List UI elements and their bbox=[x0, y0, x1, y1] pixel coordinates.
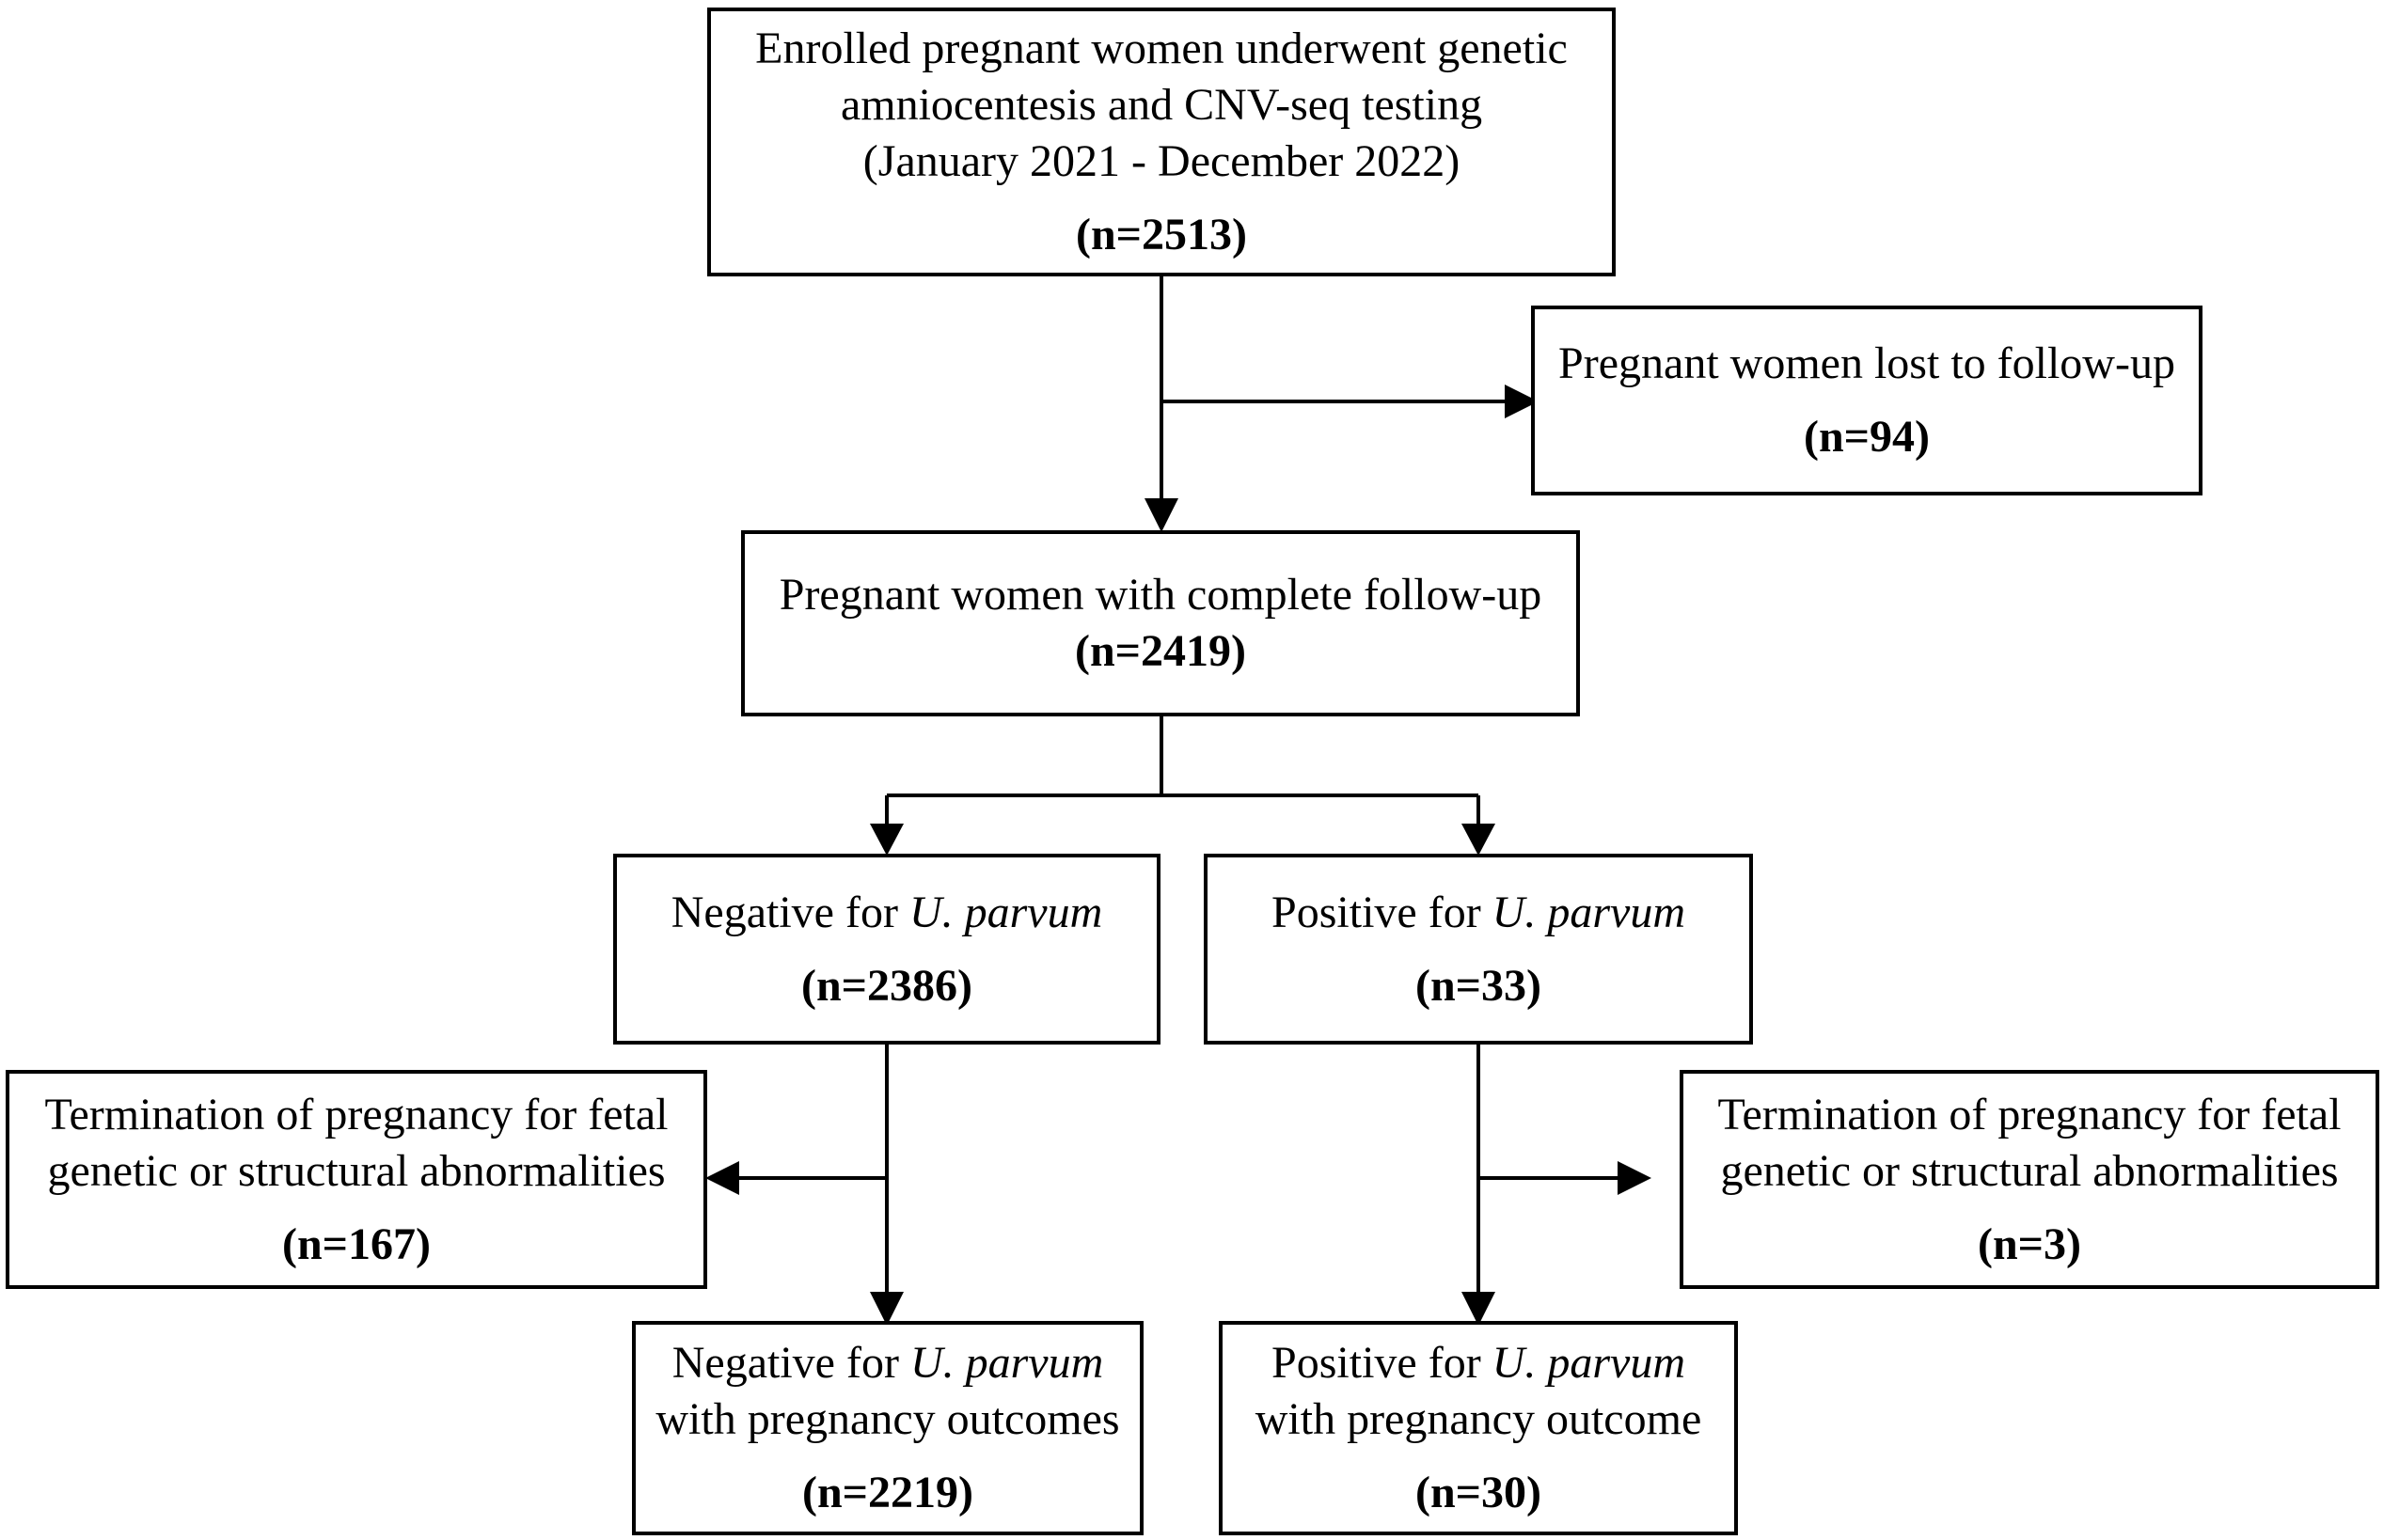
enrolled-line-3: (January 2021 - December 2022) bbox=[862, 136, 1460, 186]
negative-outcome-line-2: with pregnancy outcomes bbox=[655, 1394, 1120, 1444]
termination-right-line-2: genetic or structural abnormalities bbox=[1720, 1145, 2339, 1196]
arrowhead-termination-right bbox=[1618, 1161, 1651, 1195]
positive-label: Positive for U. parvum bbox=[1271, 887, 1685, 937]
arrowhead-negative bbox=[870, 824, 904, 856]
lost-followup-count: (n=94) bbox=[1803, 412, 1930, 462]
arrowhead-positive bbox=[1461, 824, 1495, 856]
arrowhead-termination-left bbox=[705, 1161, 739, 1195]
negative-outcome-count: (n=2219) bbox=[801, 1468, 973, 1517]
negative-species: U. parvum bbox=[908, 887, 1103, 937]
negative-outcome-line-1: Negative for U. parvum bbox=[671, 1338, 1104, 1388]
positive-count: (n=33) bbox=[1414, 960, 1541, 1011]
arrowhead-positive-outcome bbox=[1461, 1292, 1495, 1326]
arrowhead-complete bbox=[1145, 498, 1178, 532]
positive-outcome-box: Positive for U. parvum with pregnancy ou… bbox=[1219, 1321, 1738, 1535]
positive-outcome-line-1: Positive for U. parvum bbox=[1271, 1338, 1685, 1388]
termination-right-count: (n=3) bbox=[1977, 1218, 2081, 1269]
arrowhead-lost bbox=[1505, 385, 1539, 418]
negative-label: Negative for U. parvum bbox=[671, 887, 1103, 937]
enrolled-line-2: amniocentesis and CNV-seq testing bbox=[840, 80, 1483, 130]
complete-followup-count: (n=2419) bbox=[1074, 626, 1246, 676]
termination-left-box: Termination of pregnancy for fetal genet… bbox=[6, 1070, 707, 1289]
complete-followup-box: Pregnant women with complete follow-up (… bbox=[741, 530, 1580, 716]
termination-right-line-1: Termination of pregnancy for fetal bbox=[1717, 1089, 2342, 1139]
negative-outcome-species: U. parvum bbox=[909, 1338, 1104, 1388]
lost-followup-box: Pregnant women lost to follow-up (n=94) bbox=[1531, 306, 2202, 495]
lost-followup-label: Pregnant women lost to follow-up bbox=[1558, 338, 2175, 388]
termination-right-box: Termination of pregnancy for fetal genet… bbox=[1680, 1070, 2379, 1289]
termination-left-line-2: genetic or structural abnormalities bbox=[47, 1145, 666, 1196]
negative-outcome-box: Negative for U. parvum with pregnancy ou… bbox=[632, 1321, 1144, 1535]
positive-outcome-count: (n=30) bbox=[1414, 1468, 1541, 1517]
positive-box: Positive for U. parvum (n=33) bbox=[1204, 854, 1753, 1045]
enrolled-box: Enrolled pregnant women underwent geneti… bbox=[707, 8, 1616, 276]
termination-left-line-1: Termination of pregnancy for fetal bbox=[44, 1089, 669, 1139]
negative-box: Negative for U. parvum (n=2386) bbox=[613, 854, 1160, 1045]
termination-left-count: (n=167) bbox=[281, 1218, 431, 1269]
positive-outcome-line-2: with pregnancy outcome bbox=[1255, 1394, 1702, 1444]
positive-outcome-species: U. parvum bbox=[1492, 1338, 1685, 1388]
enrolled-line-1: Enrolled pregnant women underwent geneti… bbox=[755, 24, 1568, 73]
arrowhead-negative-outcome bbox=[870, 1292, 904, 1326]
enrolled-count: (n=2513) bbox=[1075, 210, 1247, 259]
positive-species: U. parvum bbox=[1492, 887, 1685, 937]
complete-followup-label: Pregnant women with complete follow-up bbox=[779, 570, 1542, 620]
negative-count: (n=2386) bbox=[800, 960, 972, 1011]
